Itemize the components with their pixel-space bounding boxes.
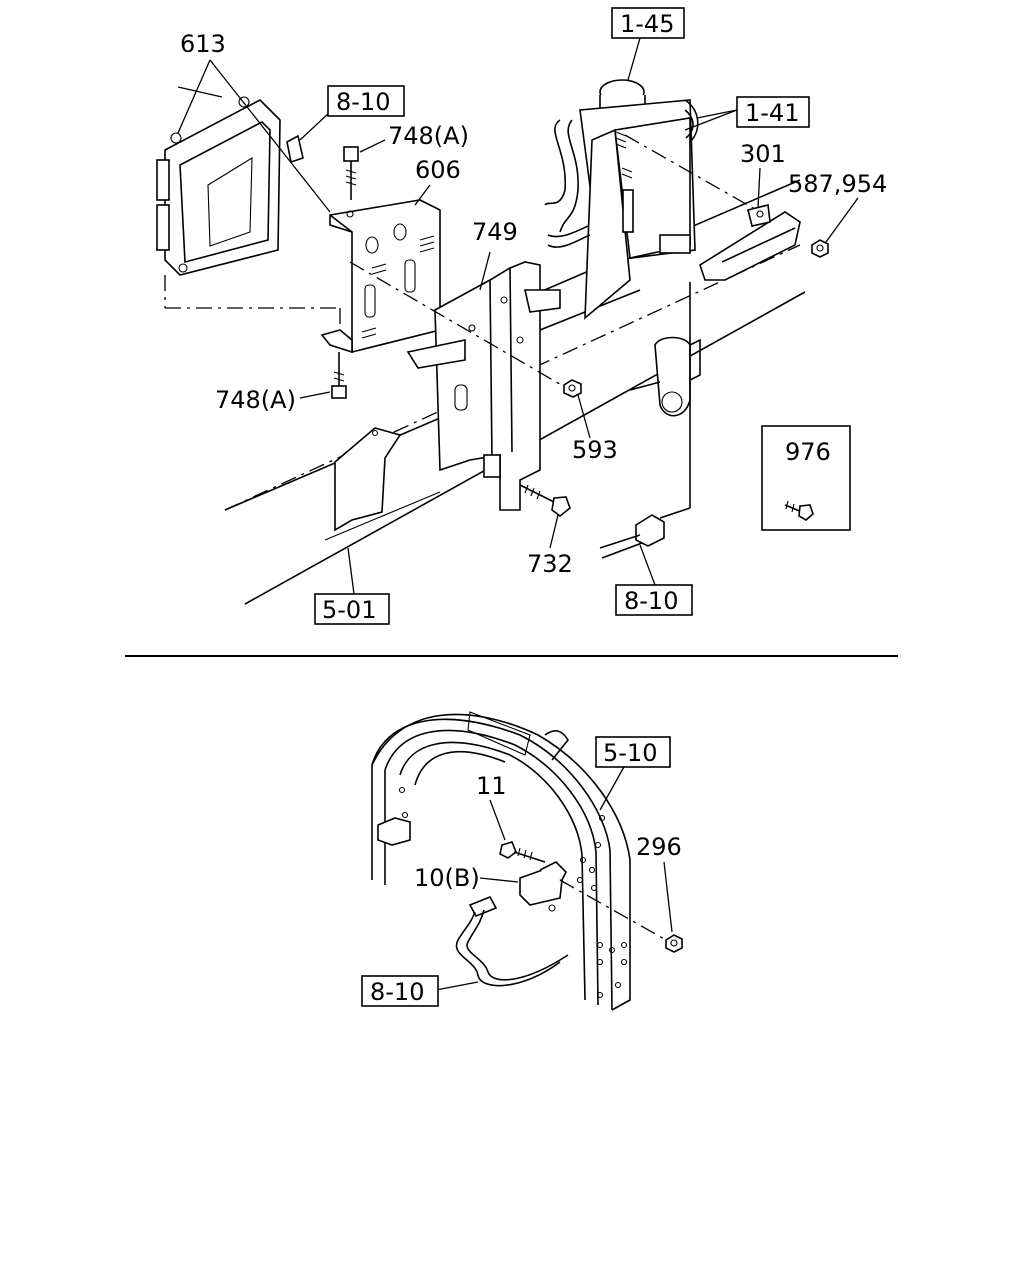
nut-593: [563, 379, 591, 439]
label-301: 301: [740, 140, 786, 168]
fuel-filter-assembly: [544, 37, 738, 320]
label-1-41: 1-41: [745, 99, 799, 127]
sensor-10b: [479, 861, 567, 912]
label-10b: 10(B): [414, 864, 480, 892]
label-11: 11: [476, 772, 507, 800]
label-1-45: 1-45: [620, 10, 674, 38]
label-606: 606: [415, 156, 461, 184]
label-748a-top: 748(A): [388, 122, 469, 150]
label-8-10-bottom: 8-10: [624, 587, 678, 615]
harness-line-lower: [435, 895, 569, 991]
label-5-10: 5-10: [603, 739, 657, 767]
nut-587-954: [811, 197, 859, 258]
label-8-10-lower: 8-10: [370, 978, 424, 1006]
nut-296: [559, 861, 683, 953]
lower-assembly: 5-10 11 296 10(B) 8-10: [361, 711, 683, 1011]
label-976: 976: [785, 438, 831, 466]
bracket-606: [320, 199, 441, 354]
label-732: 732: [527, 550, 573, 578]
label-8-10-top: 8-10: [336, 88, 390, 116]
bolt-748a-bottom: [299, 352, 347, 399]
bracket-749: [406, 251, 561, 511]
label-748a-bottom: 748(A): [215, 386, 296, 414]
label-593: 593: [572, 436, 618, 464]
label-613: 613: [180, 30, 226, 58]
bolt-976-detail: [761, 425, 851, 531]
bolt-732: [519, 484, 571, 549]
label-5-01: 5-01: [322, 596, 376, 624]
bolt-11: [489, 799, 546, 863]
frame-gusset: [334, 427, 402, 532]
rail-301: [699, 167, 801, 281]
spring-hanger: [629, 336, 701, 417]
upper-assembly: 613 8-10 748(A) 606 1-45 1-41 301 587,95…: [156, 7, 887, 625]
bolt-748a-top: [343, 139, 386, 200]
harness-line-upper: [599, 282, 691, 586]
connector-clip-top: [286, 111, 331, 164]
ecu-module: [156, 96, 341, 330]
frame-arch: [371, 711, 631, 1011]
label-587-954: 587,954: [788, 170, 887, 198]
label-296: 296: [636, 833, 682, 861]
label-749: 749: [472, 218, 518, 246]
